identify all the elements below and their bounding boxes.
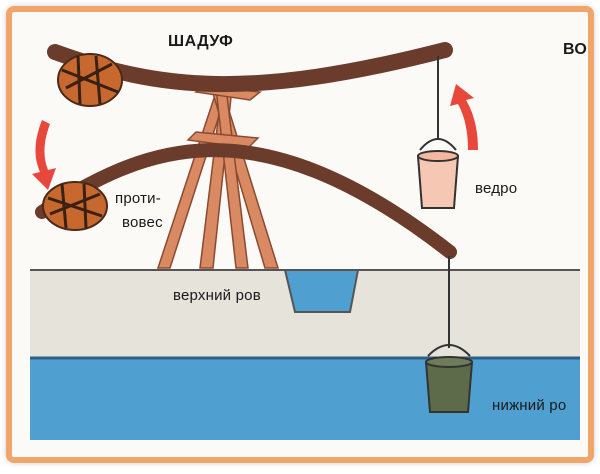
- counterweight-raised: [57, 53, 123, 107]
- upper-ditch-water: [283, 269, 360, 313]
- bucket-label: ведро: [475, 180, 518, 197]
- lower-ditch-label: нижний ро: [492, 397, 567, 414]
- counterweight-label-line1: проти-: [115, 190, 161, 207]
- arrow-up-icon: [450, 84, 478, 150]
- cut-off-label: ВО: [563, 41, 588, 58]
- counterweight-lowered: [42, 181, 108, 231]
- bucket-upper: [416, 138, 460, 209]
- lower-water: [30, 358, 580, 440]
- bucket-lower: [424, 344, 474, 413]
- counterweight-label-line2: вовес: [122, 214, 163, 231]
- upper-ditch-label: верхний ров: [173, 287, 261, 304]
- arrow-down-icon: [32, 120, 56, 190]
- diagram-title: ШАДУФ: [168, 33, 234, 50]
